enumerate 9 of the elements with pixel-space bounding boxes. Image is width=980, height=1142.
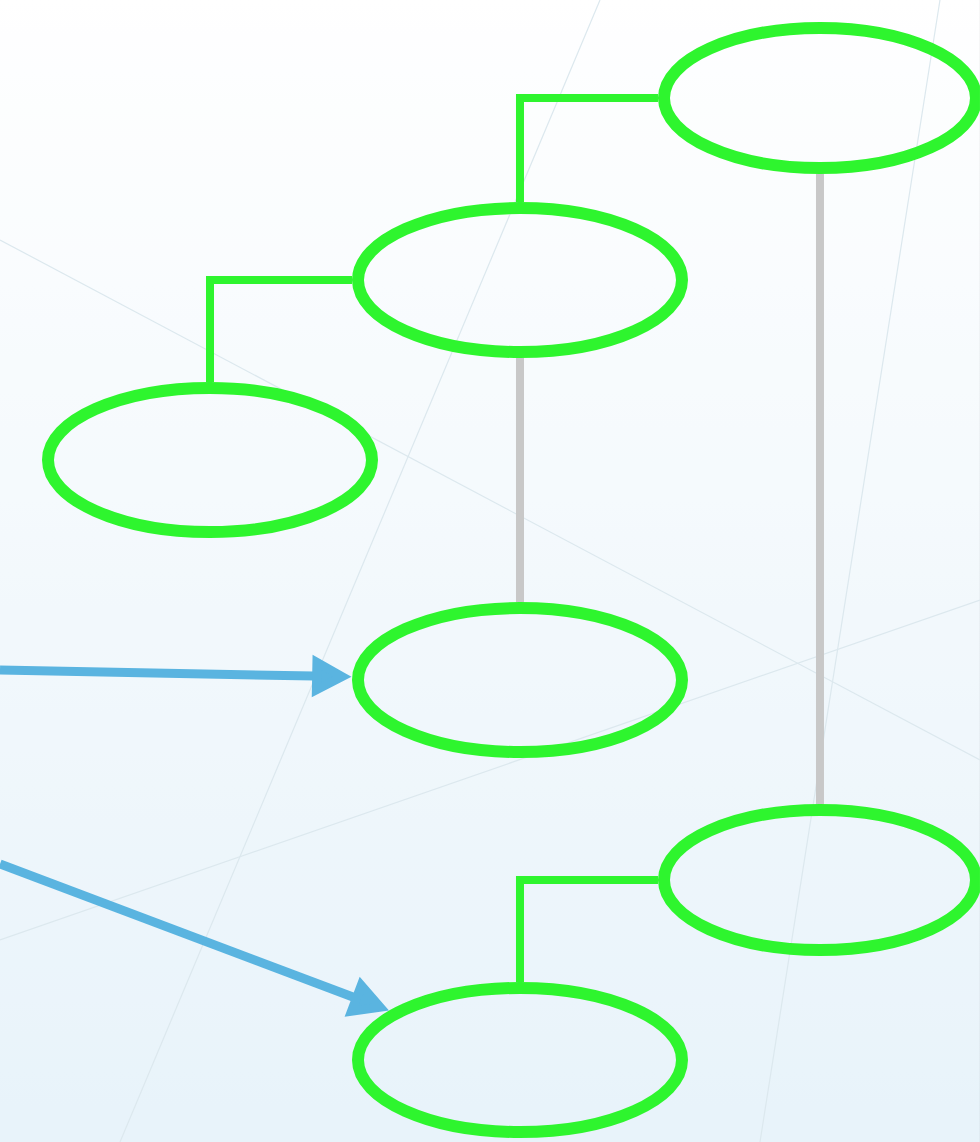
connector-line [816,174,824,804]
connector-line [516,876,658,982]
connector-line [516,94,658,202]
ellipse [352,982,688,1138]
ellipse [42,382,378,538]
ellipse [352,602,688,758]
ellipse [352,202,688,358]
connector-line [516,358,524,602]
connector-line [206,276,352,382]
